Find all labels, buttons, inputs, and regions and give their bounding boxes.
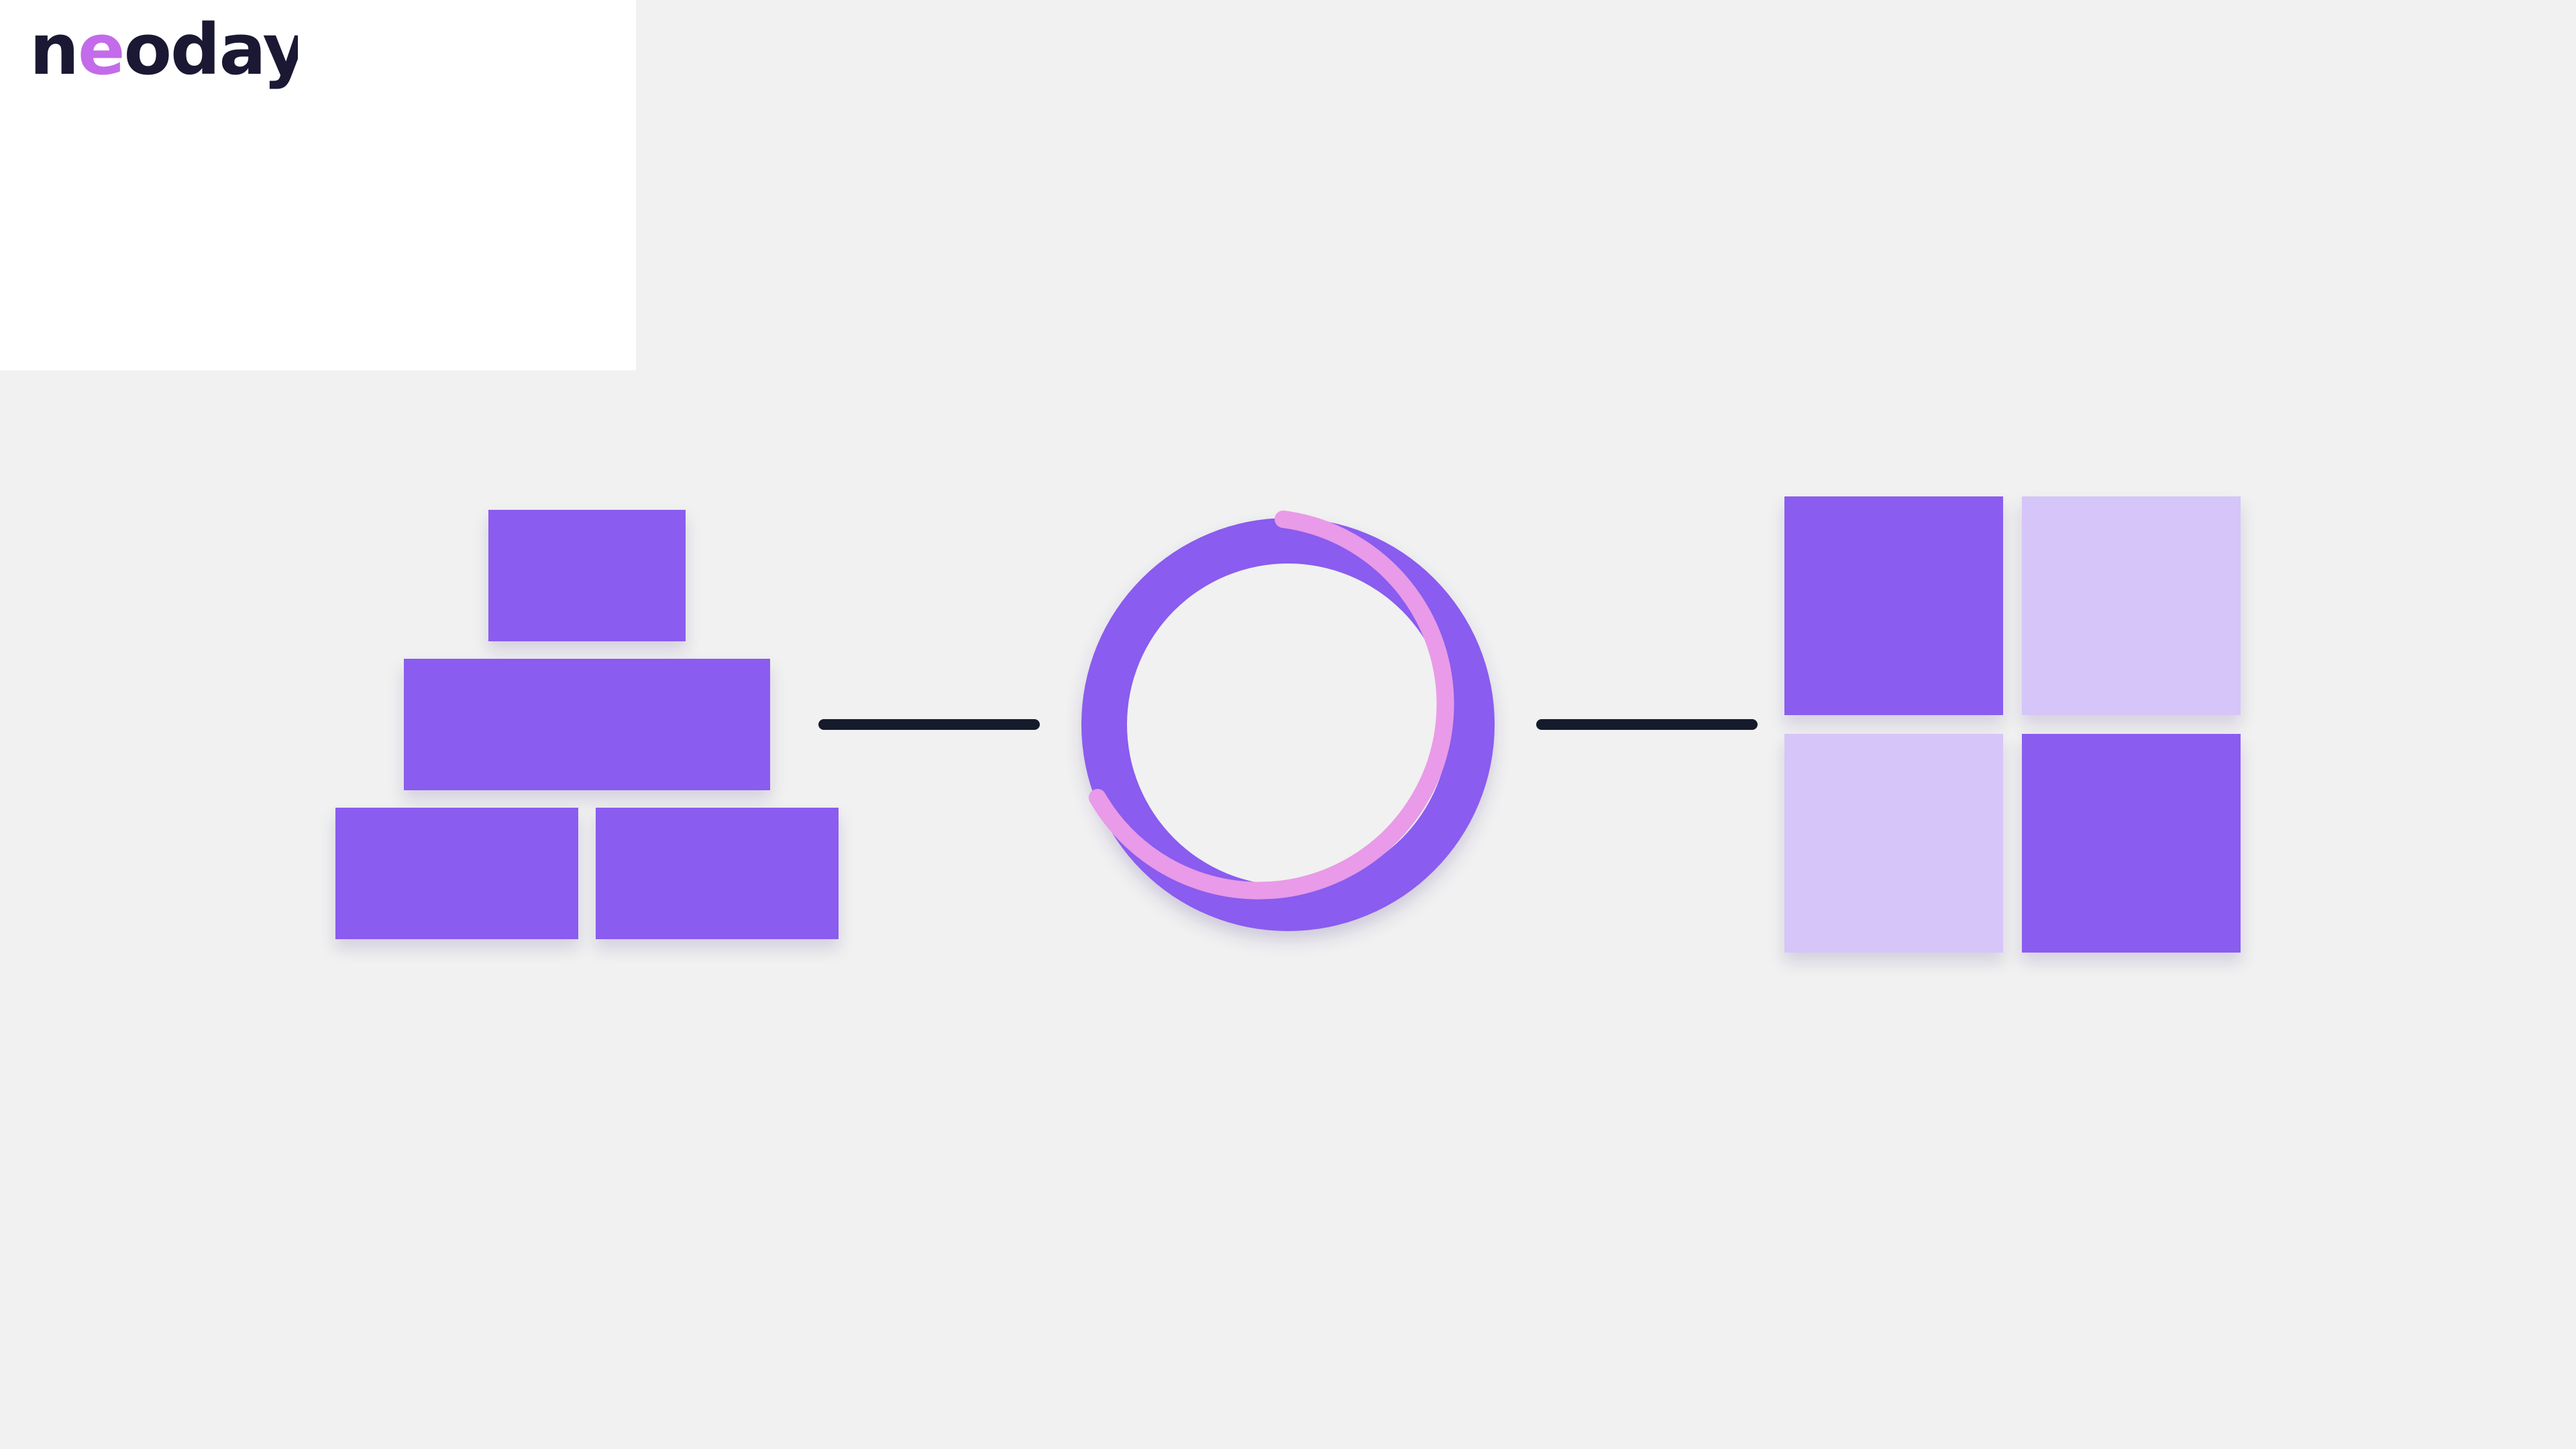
connector-line-left xyxy=(818,719,1040,730)
tile-bottom-left xyxy=(1784,734,2003,953)
pink-progress-arc xyxy=(1089,511,1454,900)
pyramid-block-top xyxy=(488,510,686,641)
neoday-logo: neoday xyxy=(30,16,298,90)
tile-top-right xyxy=(2022,496,2241,715)
pyramid-block-bottom-right xyxy=(596,808,839,939)
pyramid-block-bottom-left xyxy=(335,808,578,939)
logo-prefix: n xyxy=(30,16,78,90)
logo-accent-letter: e xyxy=(78,16,124,90)
logo-panel: neoday xyxy=(0,0,636,370)
svg-text:neoday: neoday xyxy=(30,16,298,90)
cycle-ring-icon xyxy=(1081,511,1495,931)
tile-bottom-right xyxy=(2022,734,2241,953)
connector-line-right xyxy=(1536,719,1758,730)
pyramid-block-middle xyxy=(404,659,770,790)
logo-suffix: oday xyxy=(124,16,298,90)
ring-hole xyxy=(1127,564,1449,885)
tile-top-left xyxy=(1784,496,2003,715)
